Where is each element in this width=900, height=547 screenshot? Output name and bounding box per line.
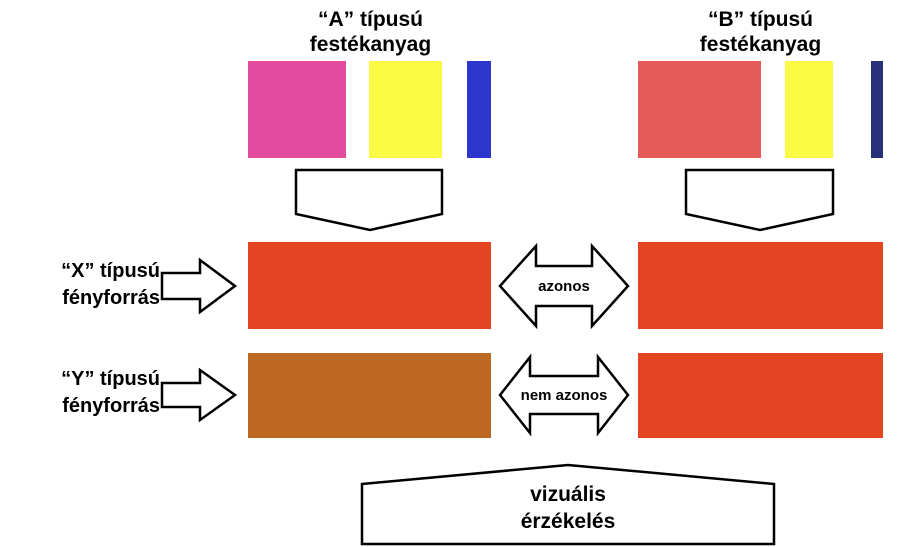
dye-a-swatch-blue xyxy=(467,61,491,158)
dye-a-title-line2: festékanyag xyxy=(309,33,432,56)
light-y-arrow xyxy=(160,367,238,423)
dye-a-title-line1: “A” típusú xyxy=(318,8,423,31)
result-y-b xyxy=(638,353,883,438)
equal-double-arrow xyxy=(498,242,630,330)
light-x-arrow xyxy=(160,257,238,315)
dye-a-title: “A” típusú festékanyag xyxy=(248,7,493,57)
dye-b-swatch-yellow xyxy=(785,61,833,158)
dye-b-swatch-red xyxy=(638,61,761,158)
dye-b-swatch-navy xyxy=(871,61,883,158)
light-x-label-line2: fényforrás xyxy=(62,287,160,309)
equal-label: azonos xyxy=(538,278,590,295)
dye-b-title-line1: “B” típusú xyxy=(708,8,813,31)
dye-b-title: “B” típusú festékanyag xyxy=(638,7,883,57)
result-x-b xyxy=(638,242,883,329)
not-equal-label: nem azonos xyxy=(521,387,608,404)
dye-a-swatch-yellow xyxy=(369,61,442,158)
dye-a-swatch-magenta xyxy=(248,61,346,158)
light-y-label: “Y” típusú fényforrás xyxy=(0,366,160,420)
dye-a-down-arrow xyxy=(294,168,444,232)
light-x-label: “X” típusú fényforrás xyxy=(0,258,160,312)
perception-line1: vizuális xyxy=(530,483,606,506)
not-equal-double-arrow xyxy=(498,353,630,437)
dye-b-title-line2: festékanyag xyxy=(699,33,822,56)
perception-line2: érzékelés xyxy=(521,510,616,533)
dye-b-down-arrow xyxy=(684,168,835,232)
perception-up-arrow xyxy=(360,463,776,546)
result-x-a xyxy=(248,242,491,329)
light-y-label-line2: fényforrás xyxy=(62,395,160,417)
light-x-label-line1: “X” típusú xyxy=(61,260,160,282)
light-y-label-line1: “Y” típusú xyxy=(61,368,160,390)
result-y-a xyxy=(248,353,491,438)
